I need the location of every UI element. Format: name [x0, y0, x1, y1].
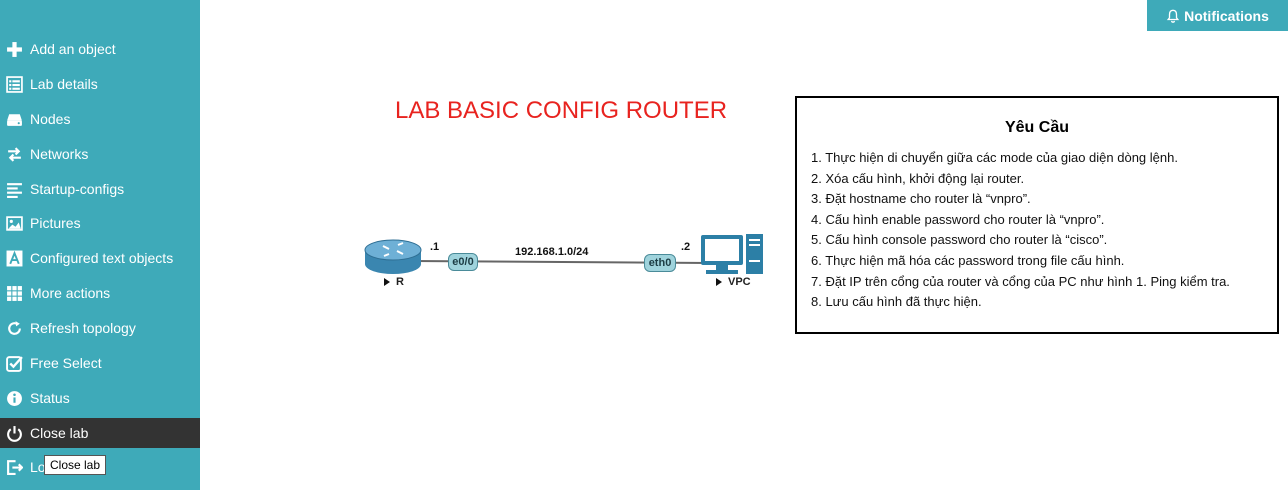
info-icon — [6, 390, 23, 407]
play-icon — [384, 278, 390, 286]
list-item: 7. Đặt IP trên cổng của router và cổng c… — [811, 273, 1230, 289]
network-label[interactable]: 192.168.1.0/24 — [515, 246, 589, 258]
sidebar-item-lab-details[interactable]: Lab details — [0, 69, 200, 99]
list-item: 8. Lưu cấu hình đã thực hiện. — [811, 294, 982, 310]
sidebar: Add an object Lab details Nodes Networks… — [0, 0, 200, 490]
hdd-icon — [6, 111, 23, 128]
pc-interface[interactable]: eth0 — [644, 254, 676, 272]
sidebar-item-networks[interactable]: Networks — [0, 139, 200, 169]
notifications-button[interactable]: Notifications — [1147, 0, 1288, 31]
power-icon — [6, 425, 23, 442]
notifications-label: Notifications — [1184, 7, 1269, 24]
sidebar-item-label: Refresh topology — [30, 320, 136, 336]
list-item: 6. Thực hiện mã hóa các password trong f… — [811, 252, 1125, 268]
plus-icon — [6, 41, 23, 58]
sidebar-item-label: Lab details — [30, 76, 98, 92]
requirements-box[interactable]: Yêu Cầu 1. Thực hiện di chuyển giữa các … — [795, 96, 1279, 334]
tooltip: Close lab — [44, 455, 107, 475]
router-interface[interactable]: e0/0 — [448, 253, 478, 271]
sidebar-item-label: Lo — [30, 459, 46, 475]
requirements-title: Yêu Cầu — [1004, 119, 1069, 136]
sidebar-item-more-actions[interactable]: More actions — [0, 278, 200, 308]
sidebar-item-add-object[interactable]: Add an object — [0, 34, 200, 64]
sidebar-item-label: Add an object — [30, 41, 116, 57]
sidebar-item-nodes[interactable]: Nodes — [0, 104, 200, 134]
sidebar-item-label: Pictures — [30, 215, 81, 231]
play-icon — [716, 278, 722, 286]
sidebar-item-logout[interactable]: Lo — [0, 452, 200, 482]
sidebar-item-refresh-topology[interactable]: Refresh topology — [0, 313, 200, 343]
sidebar-item-text-objects[interactable]: Configured text objects — [0, 243, 200, 273]
topology-canvas: R VPC .1 .2 192.168.1.0/24 e0/0 eth0 — [340, 220, 780, 300]
align-left-icon — [6, 181, 23, 198]
router-ip-suffix: .1 — [430, 241, 440, 253]
grid-icon — [6, 285, 23, 302]
sidebar-item-free-select[interactable]: Free Select — [0, 348, 200, 378]
sidebar-item-pictures[interactable]: Pictures — [0, 208, 200, 238]
sidebar-item-label: Status — [30, 390, 70, 406]
sidebar-item-label: Networks — [30, 146, 89, 162]
list-item: 2. Xóa cấu hình, khởi động lại router. — [811, 170, 1025, 186]
pc-name[interactable]: VPC — [728, 276, 751, 288]
exchange-icon — [6, 146, 23, 163]
list-item: 3. Đặt hostname cho router là “vnpro”. — [811, 191, 1031, 207]
logout-icon — [6, 459, 23, 476]
sidebar-item-label: Nodes — [30, 111, 71, 127]
list-item: 5. Cấu hình console password cho router … — [811, 232, 1108, 248]
requirements-list: 1. Thực hiện di chuyển giữa các mode của… — [811, 148, 1230, 313]
list-icon — [6, 75, 23, 93]
list-item: 1. Thực hiện di chuyển giữa các mode của… — [811, 150, 1178, 165]
router-icon — [364, 239, 422, 274]
sidebar-item-startup-configs[interactable]: Startup-configs — [0, 174, 200, 204]
sidebar-item-close-lab[interactable]: Close lab — [0, 418, 200, 448]
refresh-icon — [6, 320, 23, 337]
sidebar-item-status[interactable]: Status — [0, 383, 200, 413]
bell-icon — [1166, 9, 1180, 23]
router-name[interactable]: R — [396, 276, 404, 288]
pc-icon — [701, 234, 763, 274]
sidebar-item-label: Startup-configs — [30, 181, 125, 197]
lab-title: LAB BASIC CONFIG ROUTER — [395, 97, 728, 124]
list-item: 4. Cấu hình enable password cho router l… — [811, 211, 1105, 227]
sidebar-item-label: Configured text objects — [30, 250, 174, 266]
checkbox-icon — [6, 355, 23, 372]
picture-icon — [6, 215, 23, 232]
sidebar-item-label: Close lab — [30, 425, 89, 441]
sidebar-item-label: More actions — [30, 285, 111, 301]
text-icon — [6, 250, 23, 267]
topology-links — [364, 234, 763, 286]
pc-ip-suffix: .2 — [681, 241, 691, 253]
sidebar-item-label: Free Select — [30, 355, 102, 371]
